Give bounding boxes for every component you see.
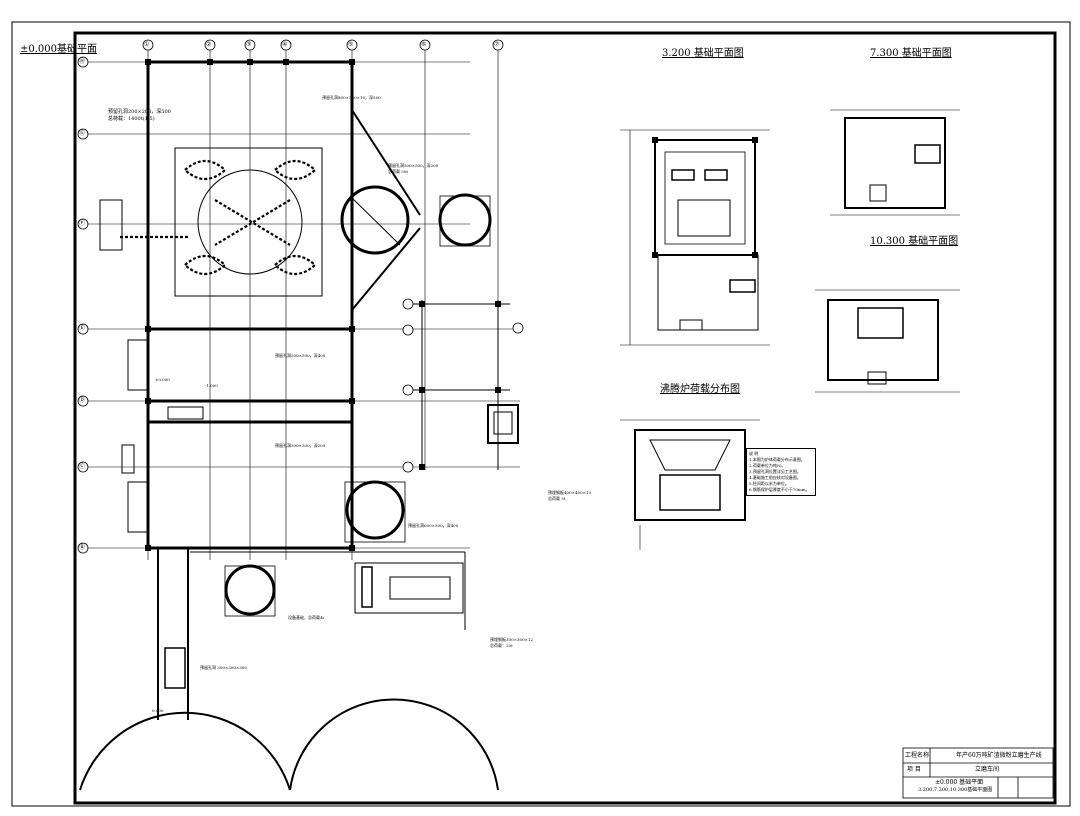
tb-item-label: 项 目	[907, 766, 921, 773]
main-plan	[79, 48, 520, 791]
elevation-2: -1.000	[205, 383, 218, 388]
axis-label-top: ⑦	[494, 41, 500, 48]
axis-label-left: Ⓓ	[79, 397, 86, 404]
axis-label-top: ②	[206, 41, 212, 48]
callout-12: 总荷载：20t	[490, 643, 513, 648]
inner-border	[73, 31, 1057, 805]
callout-6: 预留孔洞500×500，深400	[275, 353, 326, 358]
title-block	[902, 747, 1054, 799]
axis-label-left: Ⓑ	[79, 544, 86, 551]
callout-13: 设备基础，总荷载4t	[288, 615, 325, 620]
callout-10: 总荷载 5t	[548, 496, 566, 501]
title-plan-000: ±0.000基础平面	[20, 44, 98, 55]
notes-line: 3.预留孔洞位置详见工艺图。	[749, 469, 801, 474]
callout-3: 预留孔洞800×500×10，深500	[322, 95, 381, 100]
axis-label-top: ④	[282, 41, 288, 48]
outer-border	[11, 21, 1071, 807]
notes-line: 2.荷载单位为吨(t)。	[749, 463, 786, 468]
axis-label-left: Ⓗ	[79, 58, 86, 65]
tb-item-value: 立磨车间	[975, 766, 1000, 773]
axis-bubbles	[77, 39, 524, 554]
axis-label-top: ⑤	[348, 41, 354, 48]
callout-4: 预留孔洞500×500，深200	[388, 163, 439, 168]
notes-heading: 说 明	[749, 451, 759, 456]
callout-2: 总荷载：1400t(1:5)	[108, 116, 155, 122]
axis-label-left: Ⓖ	[79, 130, 86, 137]
callout-1: 预留孔洞200×200，深500	[108, 109, 171, 115]
axis-label-left: Ⓔ	[79, 325, 86, 332]
notes-line: 1.本图为炉体荷载分布示意图。	[749, 457, 805, 462]
plan-7300	[830, 109, 960, 216]
plan-3200	[620, 129, 770, 346]
load-plan	[620, 419, 760, 550]
axis-label-left: Ⓕ	[79, 220, 86, 227]
notes-line: 4.基础施工前应核对设备图。	[749, 475, 801, 480]
tb-project-name: 年产60万吨矿渣微粉立磨生产线	[956, 752, 1042, 759]
tb-drawing-name-2: 3.200,7.300,10.300基础平面图	[918, 787, 993, 793]
notes-line: 5.柱间距以米为单位。	[749, 481, 789, 486]
tb-drawing-name-1: ±0.000 基础平面	[935, 779, 984, 786]
axis-label-top: ③	[246, 41, 252, 48]
plan-10300	[815, 289, 960, 393]
callout-7: 预留孔洞300×300，深200	[275, 443, 326, 448]
callout-11: 预埋钢板300×300×12	[490, 637, 534, 642]
axis-label-left: Ⓒ	[79, 463, 86, 470]
callout-5: 总荷载 50t	[388, 169, 408, 174]
callout-9: 预埋钢板400×400×10	[548, 490, 592, 495]
elevation-3: 0.000	[152, 708, 164, 713]
callout-8: 预留孔洞600×500，深400	[408, 523, 459, 528]
axis-label-top: ①	[144, 41, 150, 48]
title-plan-3200: 3.200 基础平面图	[662, 48, 744, 59]
title-plan-10300: 10.300 基础平面图	[870, 236, 959, 247]
elevation-1: ±0.000	[155, 377, 170, 382]
tb-project-label: 工程名称	[905, 752, 930, 759]
axis-label-top: ⑥	[421, 41, 427, 48]
notes-box: 说 明 1.本图为炉体荷载分布示意图。 2.荷载单位为吨(t)。 3.预留孔洞位…	[746, 448, 816, 496]
notes-line: 6.钢筋保护层厚度不小于70mm。	[749, 487, 810, 492]
callout-14: 预留孔洞 300×300×300	[200, 665, 247, 670]
title-load-plan: 沸腾炉荷载分布图	[660, 384, 740, 395]
title-plan-7300: 7.300 基础平面图	[870, 48, 952, 59]
